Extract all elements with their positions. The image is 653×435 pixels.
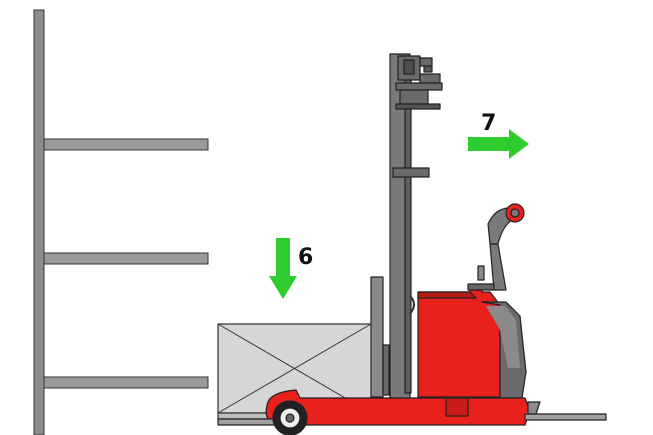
arrow-right-icon xyxy=(468,129,529,159)
reach-truck xyxy=(217,53,607,435)
fork-backrest xyxy=(370,276,384,398)
rear-fork xyxy=(524,413,607,421)
arrow-down-icon xyxy=(269,238,297,299)
drive-wheel xyxy=(272,400,308,435)
fork-tine xyxy=(217,418,279,426)
mast xyxy=(389,53,443,400)
step-6: 6 xyxy=(269,238,313,299)
storage-rack xyxy=(33,9,209,435)
rack-beam-top xyxy=(43,138,209,151)
step-7: 7 xyxy=(468,111,529,159)
step-7-label: 7 xyxy=(481,111,496,136)
rack-upright xyxy=(33,9,45,435)
rack-beam-bottom xyxy=(43,376,209,389)
rack-beam-middle xyxy=(43,252,209,265)
step-6-label: 6 xyxy=(298,245,313,270)
tiller-handle xyxy=(467,203,525,291)
